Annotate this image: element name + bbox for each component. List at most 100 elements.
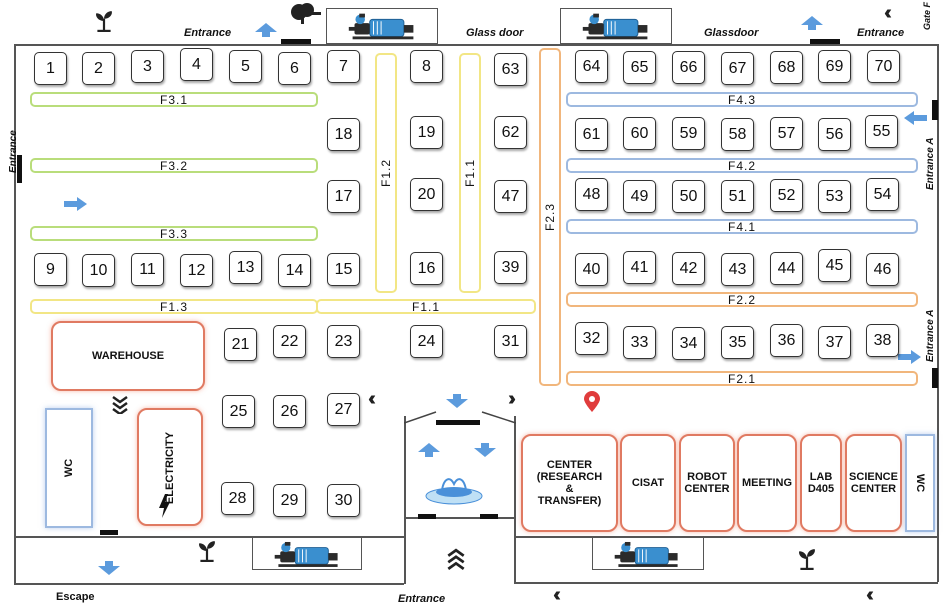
booth[interactable]: 36 [770, 324, 803, 357]
water-pump-icon [579, 11, 655, 41]
booth[interactable]: 65 [623, 51, 656, 84]
room-electricity[interactable]: ELECTRICITY [137, 408, 203, 526]
booth[interactable]: 16 [410, 252, 443, 285]
bottom-wall-left [14, 536, 404, 538]
booth[interactable]: 32 [575, 322, 608, 355]
booth[interactable]: 59 [672, 117, 705, 150]
booth[interactable]: 47 [494, 180, 527, 213]
plant-icon [196, 540, 218, 562]
booth[interactable]: 67 [721, 52, 754, 85]
aisle-f1-1-horizontal: F1.1 [316, 299, 536, 314]
booth[interactable]: 3 [131, 50, 164, 83]
room-cisat[interactable]: CISAT [620, 434, 676, 532]
booth[interactable]: 55 [865, 115, 898, 148]
door-lobby-top [436, 420, 480, 425]
booth[interactable]: 44 [770, 252, 803, 285]
booth[interactable]: 17 [327, 180, 360, 213]
booth[interactable]: 6 [278, 52, 311, 85]
booth[interactable]: 25 [222, 395, 255, 428]
booth[interactable]: 11 [131, 253, 164, 286]
room-wc-right[interactable]: WC [905, 434, 935, 532]
booth[interactable]: 45 [818, 249, 851, 282]
room-wc-left-label: WC [62, 458, 75, 478]
booth[interactable]: 27 [327, 393, 360, 426]
booth[interactable]: 41 [623, 251, 656, 284]
booth[interactable]: 31 [494, 325, 527, 358]
booth[interactable]: 20 [410, 178, 443, 211]
room-lab-label-1: LAB [809, 471, 833, 483]
booth[interactable]: 56 [818, 118, 851, 151]
room-wc-left[interactable]: WC [45, 408, 93, 528]
booth[interactable]: 23 [327, 325, 360, 358]
room-science-center[interactable]: SCIENCE CENTER [845, 434, 902, 532]
booth[interactable]: 66 [672, 51, 705, 84]
booth[interactable]: 26 [273, 395, 306, 428]
booth[interactable]: 40 [575, 253, 608, 286]
booth[interactable]: 5 [229, 50, 262, 83]
booth[interactable]: 2 [82, 52, 115, 85]
room-robot-center[interactable]: ROBOT CENTER [679, 434, 735, 532]
booth[interactable]: 34 [672, 327, 705, 360]
booth[interactable]: 61 [575, 118, 608, 151]
aisle-f4-2: F4.2 [566, 158, 918, 173]
booth[interactable]: 57 [770, 117, 803, 150]
booth[interactable]: 18 [327, 118, 360, 151]
booth[interactable]: 14 [278, 254, 311, 287]
plant-icon [93, 10, 115, 32]
booth[interactable]: 10 [82, 254, 115, 287]
booth[interactable]: 63 [494, 53, 527, 86]
booth[interactable]: 30 [327, 484, 360, 517]
booth[interactable]: 8 [410, 50, 443, 83]
booth[interactable]: 29 [273, 484, 306, 517]
left-wall-lower [14, 536, 16, 584]
booth[interactable]: 48 [575, 178, 608, 211]
booth[interactable]: 46 [866, 253, 899, 286]
booth[interactable]: 28 [221, 482, 254, 515]
booth[interactable]: 43 [721, 253, 754, 286]
booth[interactable]: 53 [818, 180, 851, 213]
room-meeting[interactable]: MEETING [737, 434, 797, 532]
lobby-wall-left [404, 416, 406, 584]
aisle-f1-2: F1.2 [375, 53, 397, 293]
booth[interactable]: 62 [494, 116, 527, 149]
label-gate-f: Gate F [922, 1, 932, 30]
booth[interactable]: 68 [770, 51, 803, 84]
booth[interactable]: 64 [575, 50, 608, 83]
aisle-f1-2-label: F1.2 [379, 158, 394, 188]
door-lobby-1 [418, 514, 436, 519]
booth[interactable]: 15 [327, 253, 360, 286]
room-lab-d405[interactable]: LAB D405 [800, 434, 842, 532]
booth[interactable]: 19 [410, 116, 443, 149]
booth[interactable]: 9 [34, 253, 67, 286]
booth[interactable]: 49 [623, 180, 656, 213]
booth[interactable]: 51 [721, 180, 754, 213]
booth[interactable]: 60 [623, 117, 656, 150]
booth[interactable]: 70 [867, 50, 900, 83]
room-warehouse[interactable]: WAREHOUSE [51, 321, 205, 391]
bottom-wall-right [514, 536, 938, 538]
room-center-research-transfer[interactable]: CENTER (RESEARCH & TRANSFER) [521, 434, 618, 532]
booth[interactable]: 21 [224, 328, 257, 361]
booth[interactable]: 35 [721, 326, 754, 359]
booth[interactable]: 7 [327, 50, 360, 83]
booth[interactable]: 39 [494, 251, 527, 284]
aisle-f2-1: F2.1 [566, 371, 918, 386]
booth[interactable]: 13 [229, 251, 262, 284]
booth[interactable]: 69 [818, 50, 851, 83]
booth[interactable]: 4 [180, 48, 213, 81]
booth[interactable]: 42 [672, 252, 705, 285]
left-wall [14, 44, 16, 536]
booth[interactable]: 54 [866, 178, 899, 211]
room-robot-label-1: ROBOT [687, 471, 727, 483]
booth[interactable]: 22 [273, 325, 306, 358]
booth[interactable]: 24 [410, 325, 443, 358]
booth[interactable]: 1 [34, 52, 67, 85]
booth[interactable]: 38 [866, 324, 899, 357]
booth[interactable]: 52 [770, 179, 803, 212]
booth[interactable]: 37 [818, 326, 851, 359]
booth[interactable]: 12 [180, 254, 213, 287]
plant-icon [796, 548, 818, 570]
booth[interactable]: 58 [721, 118, 754, 151]
booth[interactable]: 50 [672, 180, 705, 213]
booth[interactable]: 33 [623, 326, 656, 359]
